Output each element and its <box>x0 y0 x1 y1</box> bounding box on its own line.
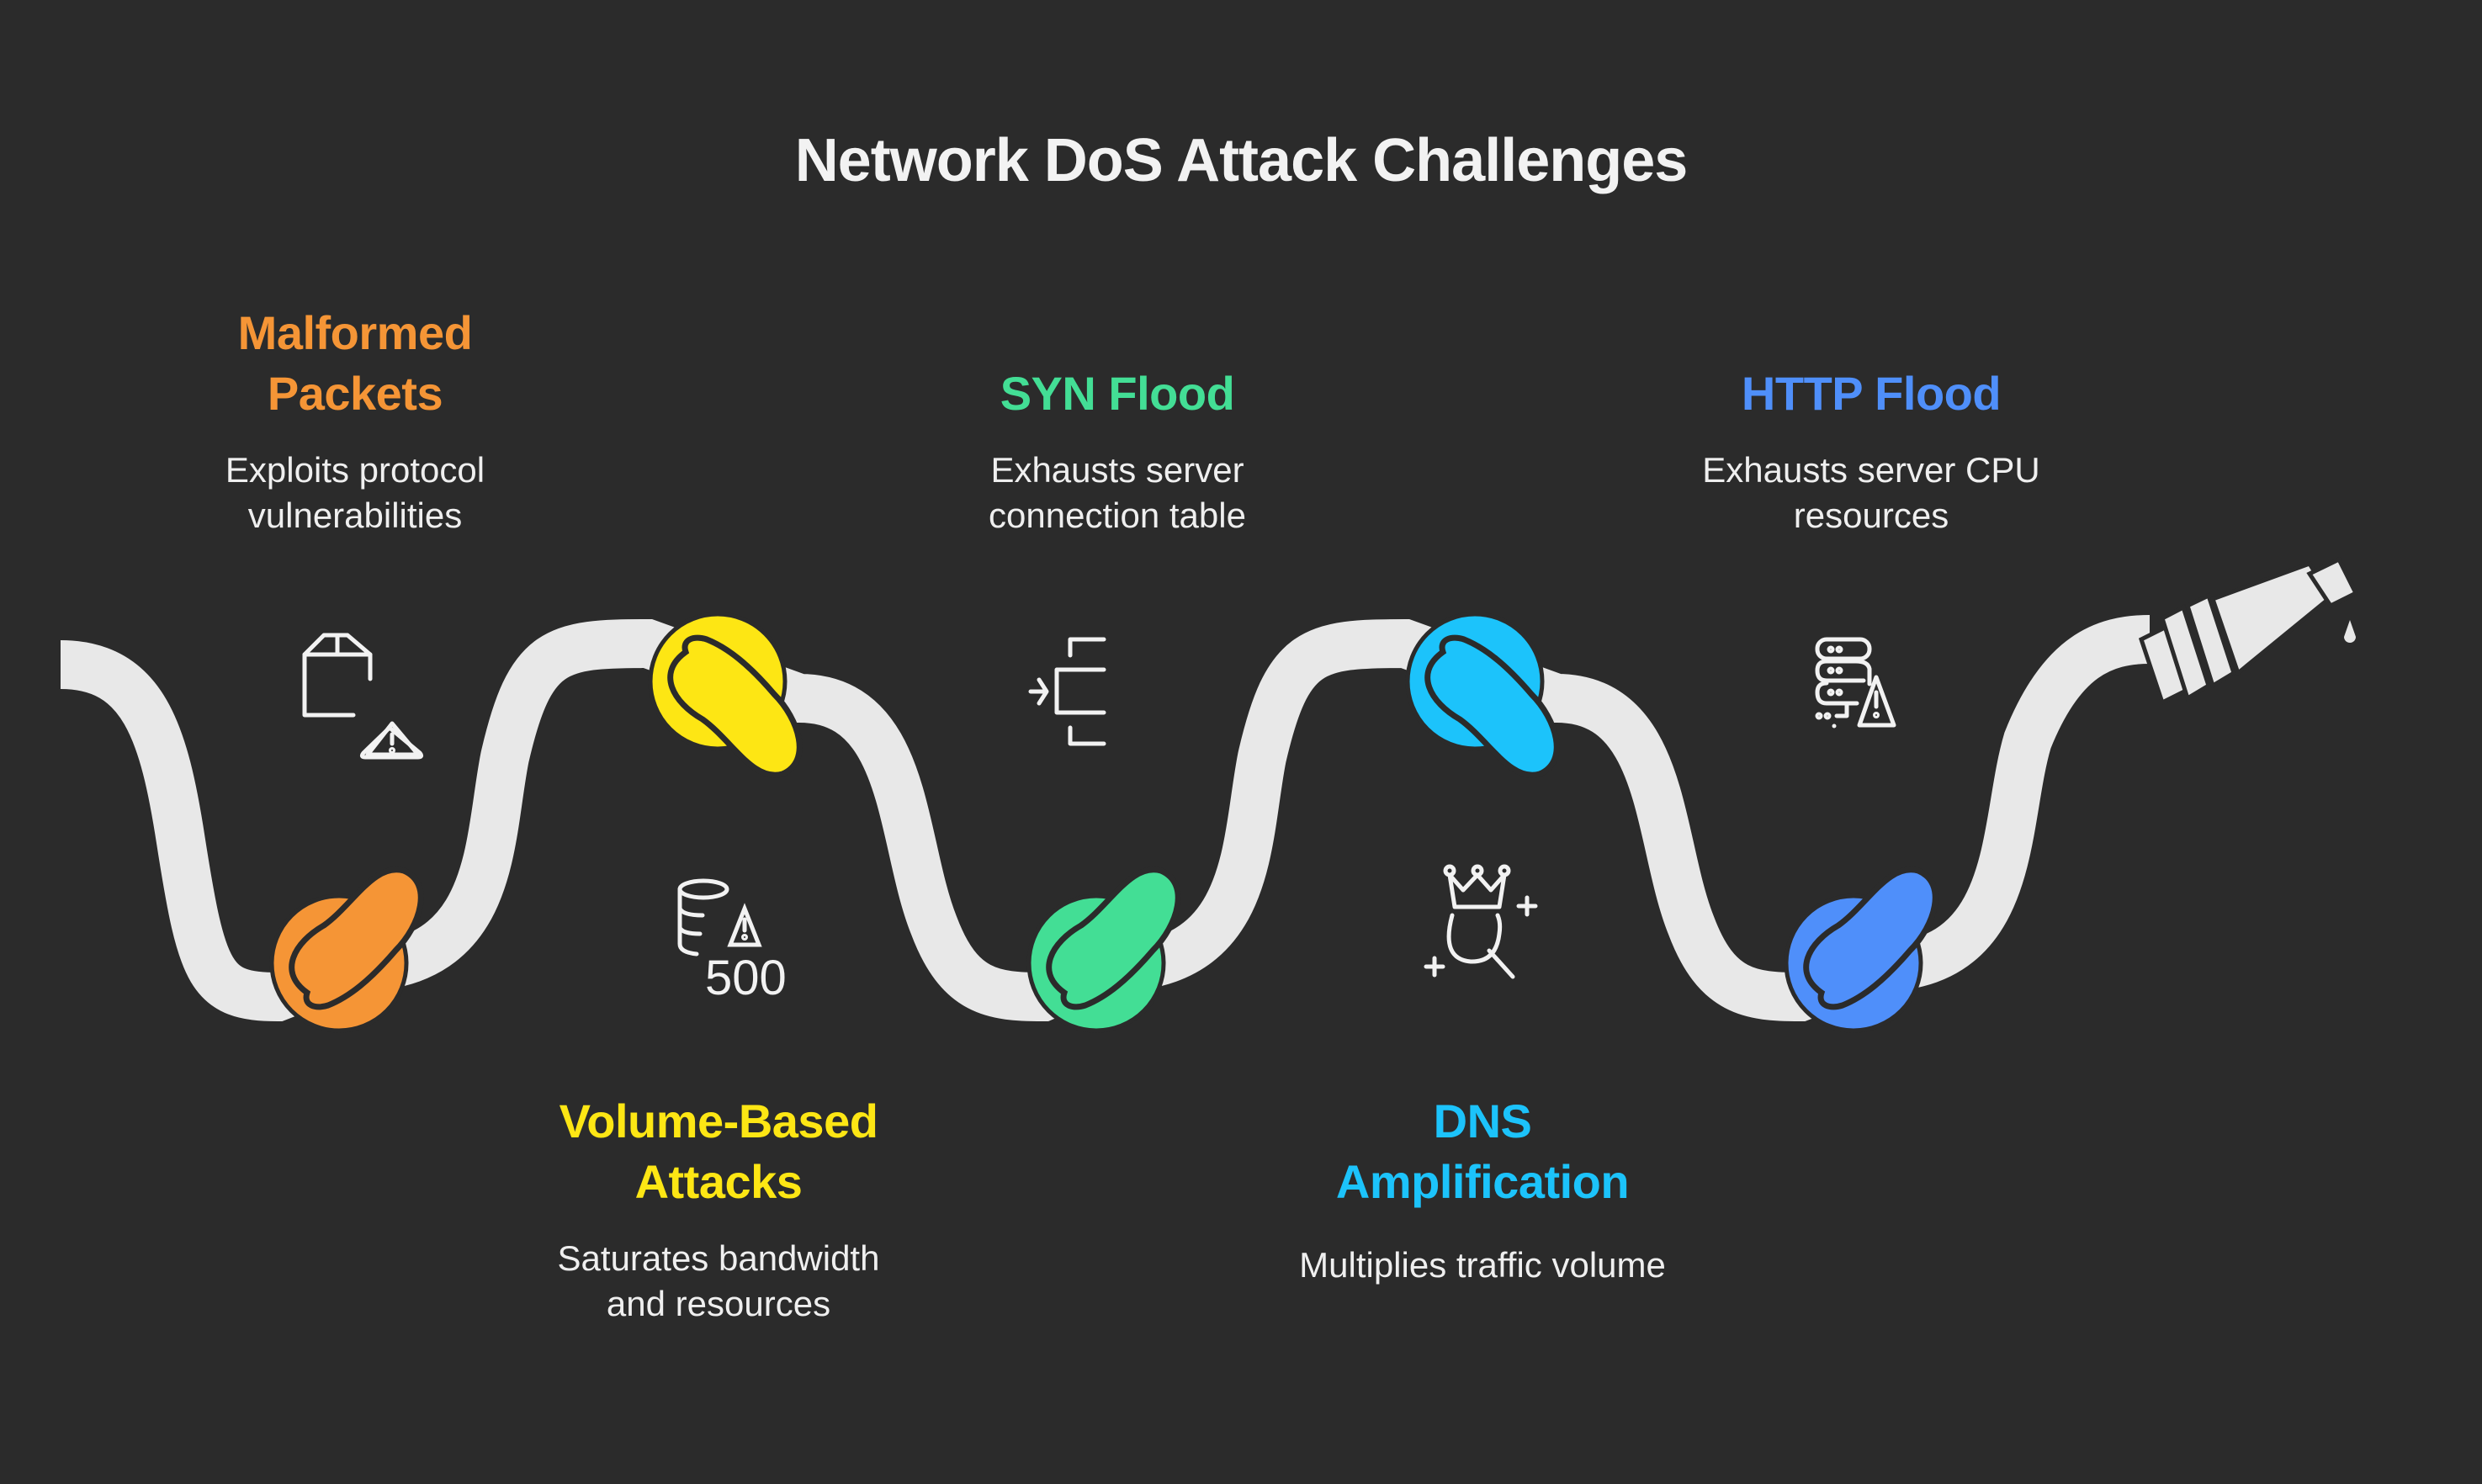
stage-syn-flood: SYN Flood Exhausts server connection tab… <box>882 363 1353 538</box>
knot-http-flood <box>1784 867 1938 1033</box>
stage-dns-amplification: DNS Amplification Multiplies traffic vol… <box>1247 1091 1718 1288</box>
stage-description: Exhausts server CPU resources <box>1702 450 2040 535</box>
stage-description: Saturates bandwidth and resources <box>557 1238 880 1323</box>
server-warning-icon <box>1815 637 1896 729</box>
box-warning-icon <box>302 633 424 760</box>
stage-title: DNS Amplification <box>1335 1094 1630 1208</box>
stage-title: Volume-Based Attacks <box>559 1094 878 1208</box>
stage-description: Exploits protocol vulnerabilities <box>225 450 485 535</box>
stage-title: SYN Flood <box>1000 367 1235 420</box>
stage-malformed-packets: Malformed Packets Exploits protocol vuln… <box>119 303 591 538</box>
stage-description: Multiplies traffic volume <box>1299 1245 1666 1285</box>
database-warning-500-icon <box>677 878 762 957</box>
knot-dns-amplification <box>1405 612 1560 778</box>
stage-http-flood: HTTP Flood Exhausts server CPU resources <box>1636 363 2107 538</box>
knot-volume-based-attacks <box>648 612 803 778</box>
knot-malformed-packets <box>269 867 424 1033</box>
stage-description: Exhausts server connection table <box>989 450 1246 535</box>
stage-title: Malformed Packets <box>237 306 473 420</box>
table-insert-icon <box>1028 637 1106 746</box>
page-title: Network DoS Attack Challenges <box>794 127 1689 194</box>
icon-500-text: 500 <box>705 951 787 1005</box>
stage-volume-based-attacks: Volume-Based Attacks Saturates bandwidth… <box>483 1091 954 1327</box>
water-drop-icon <box>2344 620 2356 643</box>
crown-search-icon <box>1424 864 1538 979</box>
stage-title: HTTP Flood <box>1741 367 2002 420</box>
knot-syn-flood <box>1026 867 1181 1033</box>
nozzle-icon <box>2138 556 2359 706</box>
